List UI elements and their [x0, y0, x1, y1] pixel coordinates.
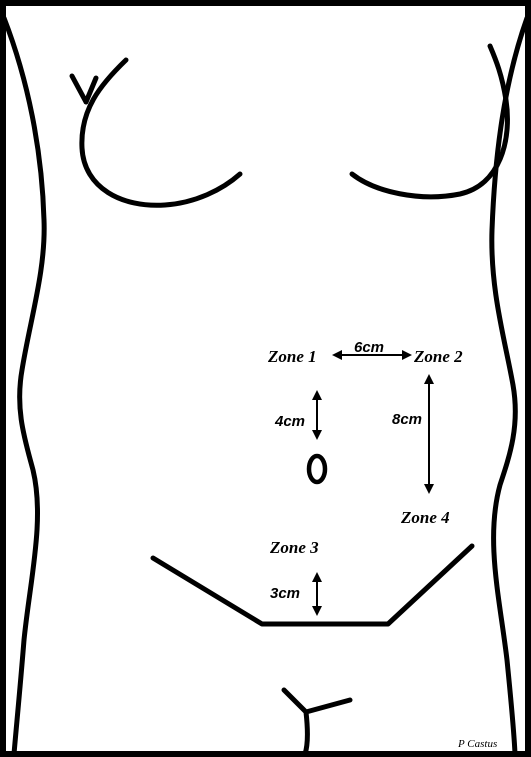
- distance-8cm-label: 8cm: [392, 411, 422, 428]
- zone-4-label: Zone 4: [400, 508, 450, 527]
- zone-2-label: Zone 2: [413, 347, 463, 366]
- distance-4cm-label: 4cm: [274, 413, 305, 430]
- frame-border: [3, 3, 528, 754]
- distance-3cm-label: 3cm: [270, 585, 300, 602]
- zone-3-label: Zone 3: [269, 538, 319, 557]
- zone-1-label: Zone 1: [267, 347, 317, 366]
- author-credit: P Castus: [457, 738, 497, 750]
- distance-6cm-label: 6cm: [354, 339, 384, 356]
